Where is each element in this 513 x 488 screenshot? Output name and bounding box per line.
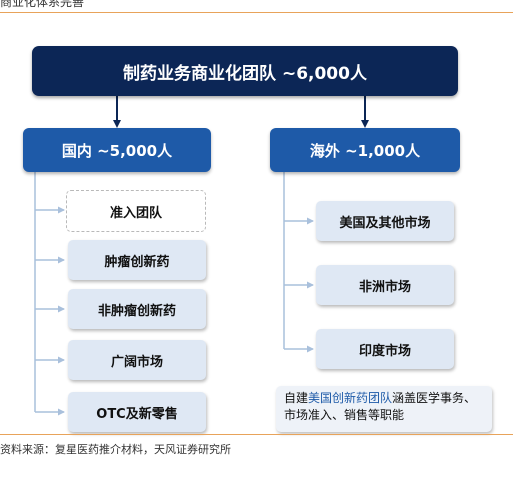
footer-rule bbox=[0, 434, 513, 435]
overseas-note: 自建美国创新药团队涵盖医学事务、市场准入、销售等职能 bbox=[276, 386, 492, 432]
domestic-item-oncology: 肿瘤创新药 bbox=[68, 240, 206, 280]
note-highlight: 美国创新药团队 bbox=[308, 391, 393, 405]
top-node: 制药业务商业化团队 ~6,000人 bbox=[32, 46, 458, 96]
domestic-item-access-team: 准入团队 bbox=[66, 190, 206, 232]
overseas-item-africa: 非洲市场 bbox=[316, 265, 454, 305]
note-suffix: 涵盖医学事务、市场准入、销售等职能 bbox=[284, 391, 477, 422]
overseas-item-india: 印度市场 bbox=[316, 329, 454, 369]
note-prefix: 自建 bbox=[284, 391, 309, 405]
domestic-node: 国内 ~5,000人 bbox=[23, 128, 211, 172]
domestic-item-broad-market: 广阔市场 bbox=[68, 340, 206, 380]
header-rule bbox=[0, 12, 513, 13]
domestic-item-otc-retail: OTC及新零售 bbox=[68, 392, 206, 432]
header-title: 商业化体系完善 bbox=[0, 0, 85, 9]
source-text: 资料来源：复星医药推介材料，天风证券研究所 bbox=[0, 443, 231, 456]
overseas-item-us: 美国及其他市场 bbox=[316, 201, 454, 241]
domestic-item-non-oncology: 非肿瘤创新药 bbox=[68, 289, 206, 329]
overseas-node: 海外 ~1,000人 bbox=[270, 128, 460, 172]
